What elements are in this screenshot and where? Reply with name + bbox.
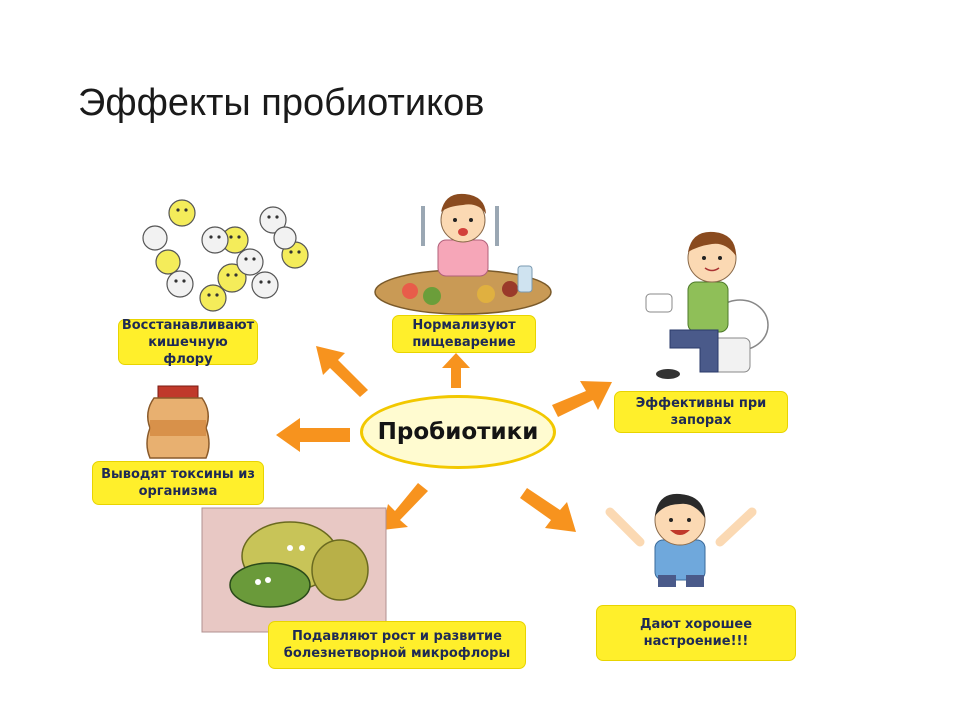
boy-on-toilet-illustration	[645, 231, 769, 379]
effect-label-toxins: Выводят токсины из организма	[92, 461, 264, 505]
effect-text-mood: Дают хорошее настроение!!!	[639, 617, 753, 649]
effect-text-digestion: Нормализуют пищеварение	[412, 318, 516, 350]
arrow-up	[442, 353, 470, 388]
effect-label-constipation: Эффективны при запорах	[614, 391, 788, 433]
arrow-upper-right	[552, 381, 612, 417]
yogurt-bottle-illustration	[146, 385, 210, 459]
effect-label-digestion: Нормализуют пищеварение	[392, 315, 536, 353]
center-label: Пробиотики	[377, 419, 539, 445]
arrow-upper-left	[316, 346, 368, 397]
effect-text-flora: Восстанавливают кишечную флору	[121, 317, 255, 367]
effect-text-pathogens: Подавляют рост и развитие болезнетворной…	[283, 629, 511, 661]
arrows	[276, 346, 612, 532]
happy-boy-illustration	[605, 493, 757, 587]
slide-title: Эффекты пробиотиков	[78, 82, 485, 124]
effect-text-constipation: Эффективны при запорах	[635, 396, 767, 428]
arrow-lower-left	[382, 483, 428, 530]
effect-label-pathogens: Подавляют рост и развитие болезнетворной…	[268, 621, 526, 669]
boy-eating-illustration	[374, 193, 552, 315]
arrow-lower-right	[520, 488, 576, 532]
bacteria-cluster-illustration	[142, 199, 309, 312]
arrow-left	[276, 418, 350, 452]
effect-label-flora: Восстанавливают кишечную флору	[118, 317, 258, 367]
effect-text-toxins: Выводят токсины из организма	[101, 467, 255, 499]
pathogen-monsters-illustration	[201, 507, 387, 633]
center-node: Пробиотики	[360, 395, 556, 469]
effect-label-mood: Дают хорошее настроение!!!	[596, 605, 796, 661]
